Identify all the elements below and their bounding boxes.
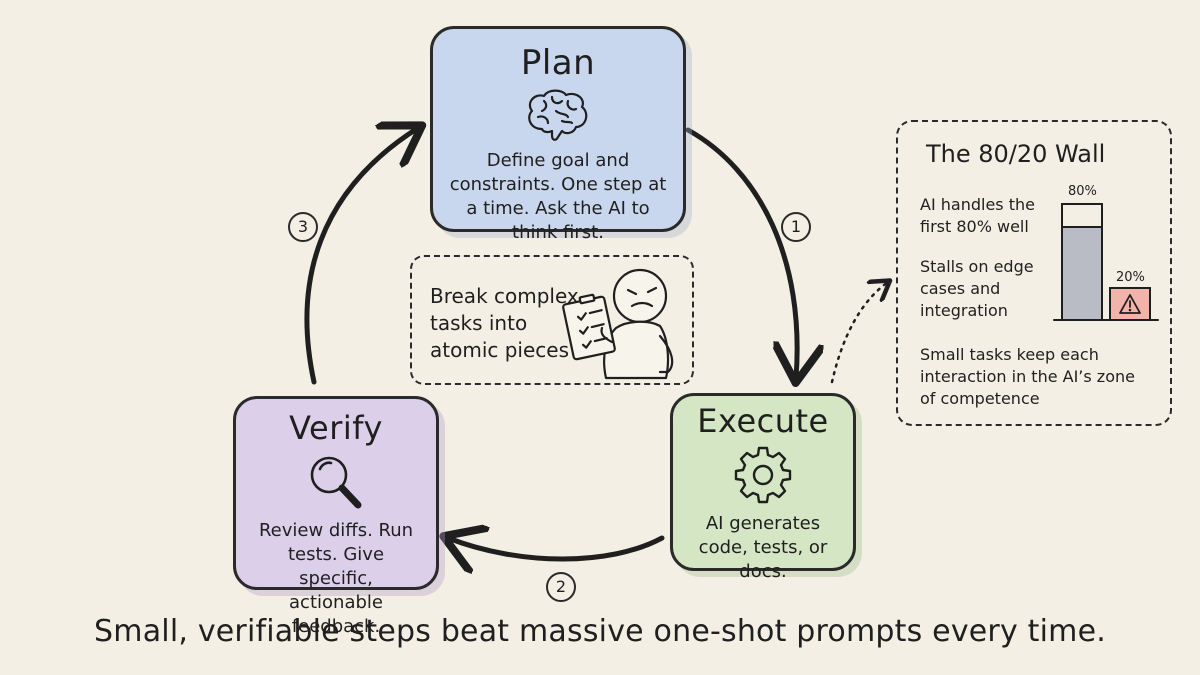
bar-80-fill [1063,227,1101,319]
verify-box: Verify Review diffs. Run tests. Give spe… [233,396,439,637]
execute-title: Execute [697,402,829,440]
wall-title: The 80/20 Wall [926,140,1106,168]
bar-20-label: 20% [1116,270,1145,285]
tip-text: Break complex tasks into atomic pieces [430,284,579,362]
tagline: Small, verifiable steps beat massive one… [94,614,1106,649]
plan-box: Plan Define goal and constraints. One st… [430,26,686,243]
step-number-1: 1 [781,212,811,242]
brain-icon [528,89,588,141]
execute-box: Execute AI generates code, tests, or doc… [670,393,856,582]
verify-description: Review diffs. Run tests. Give specific, … [258,520,414,637]
plan-description: Define goal and constraints. One step at… [449,150,667,243]
step-number-2: 2 [546,572,576,602]
arrow-plan-to-execute [685,127,797,378]
gear-icon [734,446,792,504]
execute-description: AI generates code, tests, or docs. [698,513,828,582]
magnifier-icon [310,456,362,509]
plan-title: Plan [520,43,596,83]
verify-title: Verify [289,409,383,447]
step-number-3: 3 [288,212,318,242]
bar-80-outline [1061,203,1103,321]
wall-point-1: AI handles the first 80% well [920,195,1035,236]
arrow-verify-to-plan [304,128,418,385]
wall-box: The 80/20 Wall AI handles the first 80% … [896,120,1172,426]
wall-point-3: Small tasks keep each interaction in the… [920,345,1135,408]
person-with-checklist-icon [562,268,674,380]
bar-20-fill [1109,287,1151,321]
tip-box: Break complex tasks into atomic pieces [410,255,694,385]
bar-80-label: 80% [1068,184,1097,199]
arrow-execute-to-verify [448,538,665,559]
wall-bar-chart [1053,203,1159,321]
dotted-arrow-to-wall [830,282,888,384]
wall-point-2: Stalls on edge cases and integration [920,257,1034,320]
warning-icon [1119,294,1141,314]
